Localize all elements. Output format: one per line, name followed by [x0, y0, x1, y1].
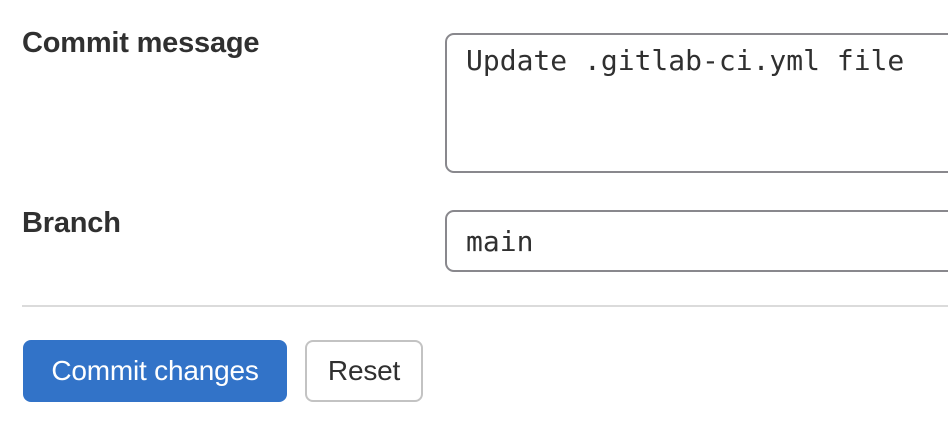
reset-button[interactable]: Reset	[305, 340, 423, 402]
commit-changes-button[interactable]: Commit changes	[23, 340, 287, 402]
commit-message-textarea[interactable]: Update .gitlab-ci.yml file	[445, 33, 948, 173]
branch-input[interactable]	[445, 210, 948, 272]
branch-label: Branch	[22, 207, 121, 239]
commit-message-label: Commit message	[22, 27, 260, 59]
form-divider	[22, 305, 948, 307]
